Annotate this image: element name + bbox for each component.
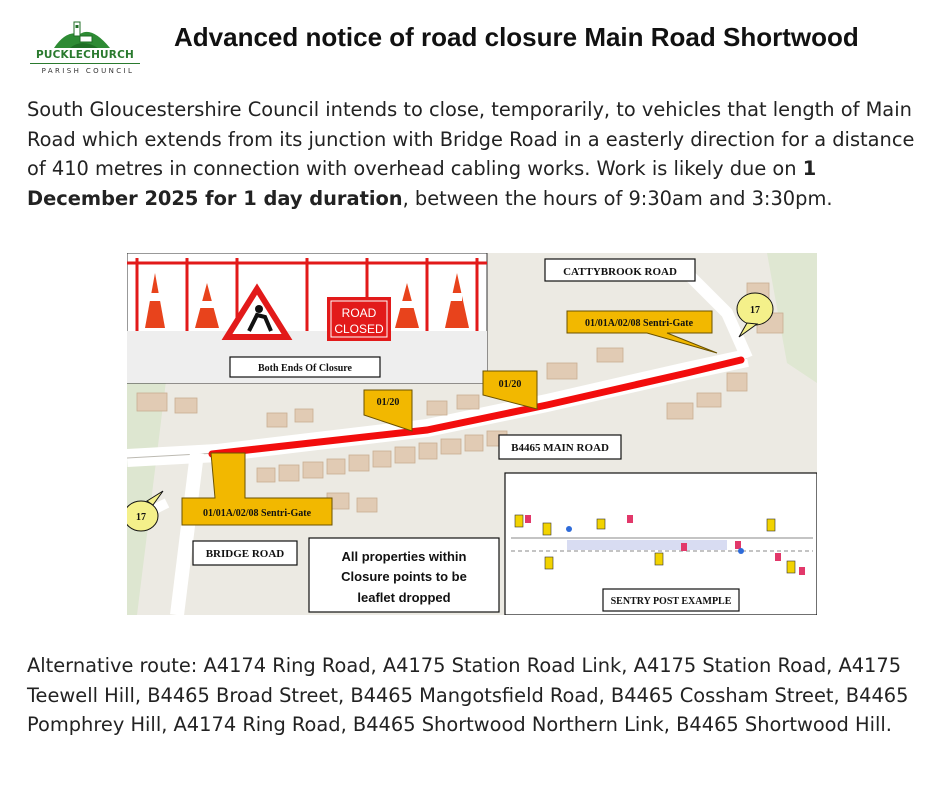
closure-map: ROAD CLOSED Both Ends Of Closure CATTYBR… <box>127 253 817 615</box>
cattybrook-label-box <box>544 258 696 282</box>
point-b-callout <box>363 389 413 432</box>
logo-name: PUCKLECHURCH <box>36 49 134 61</box>
church-hill-icon <box>54 21 110 48</box>
pucklechurch-logo: PUCKLECHURCH PARISH COUNCIL <box>20 20 156 80</box>
gate-west-label: 01/01A/02/08 Sentri-Gate <box>203 508 312 519</box>
intro-date-bold: 1 December 2025 for 1 day duration <box>27 157 817 210</box>
alternative-route-paragraph: Alternative route: A4174 Ring Road, A417… <box>27 654 909 736</box>
main-road-label: B4465 MAIN ROAD <box>511 442 609 454</box>
properties-note-box <box>308 537 500 613</box>
both-ends-label: Both Ends Of Closure <box>258 363 353 374</box>
intro-paragraph: South Gloucestershire Council intends to… <box>27 95 927 213</box>
sign-closed-text: CLOSED <box>334 322 384 336</box>
route-17-east-label: 17 <box>750 305 760 316</box>
properties-note-line2: Closure points to be <box>341 569 467 584</box>
route-17-west-label: 17 <box>136 512 146 523</box>
logo-divider <box>30 63 140 64</box>
closure-map-svg: ROAD CLOSED Both Ends Of Closure CATTYBR… <box>127 253 817 615</box>
page-title: Advanced notice of road closure Main Roa… <box>174 22 859 52</box>
point-a-callout <box>482 370 538 410</box>
gate-east-callout <box>566 310 718 354</box>
main-road-label-box <box>498 434 622 460</box>
road-closed-sign <box>327 297 391 341</box>
barrier-inset: ROAD CLOSED Both Ends Of Closure <box>127 253 488 384</box>
gate-west-callout <box>181 452 333 526</box>
bridge-road-label: BRIDGE ROAD <box>206 548 285 560</box>
properties-note-line1: All properties within <box>342 549 467 564</box>
point-b-label: 01/20 <box>377 397 400 408</box>
gate-east-label: 01/01A/02/08 Sentri-Gate <box>585 318 694 329</box>
point-a-label: 01/20 <box>499 379 522 390</box>
sign-road-text: ROAD <box>342 306 377 320</box>
logo-subtitle: PARISH COUNCIL <box>41 67 135 75</box>
cattybrook-label: CATTYBROOK ROAD <box>563 266 677 278</box>
bridge-road-label-box <box>192 540 298 566</box>
properties-note-line3: leaflet dropped <box>357 590 450 605</box>
route-17-west-marker <box>127 500 159 532</box>
intro-text-2: , between the hours of 9:30am and 3:30pm… <box>402 186 833 210</box>
intro-text-1: South Gloucestershire Council intends to… <box>27 98 915 180</box>
sentry-label: SENTRY POST EXAMPLE <box>611 596 732 607</box>
both-ends-label-box <box>229 356 381 378</box>
sentry-post-inset: SENTRY POST EXAMPLE <box>504 472 817 615</box>
closure-route-line <box>208 356 745 458</box>
